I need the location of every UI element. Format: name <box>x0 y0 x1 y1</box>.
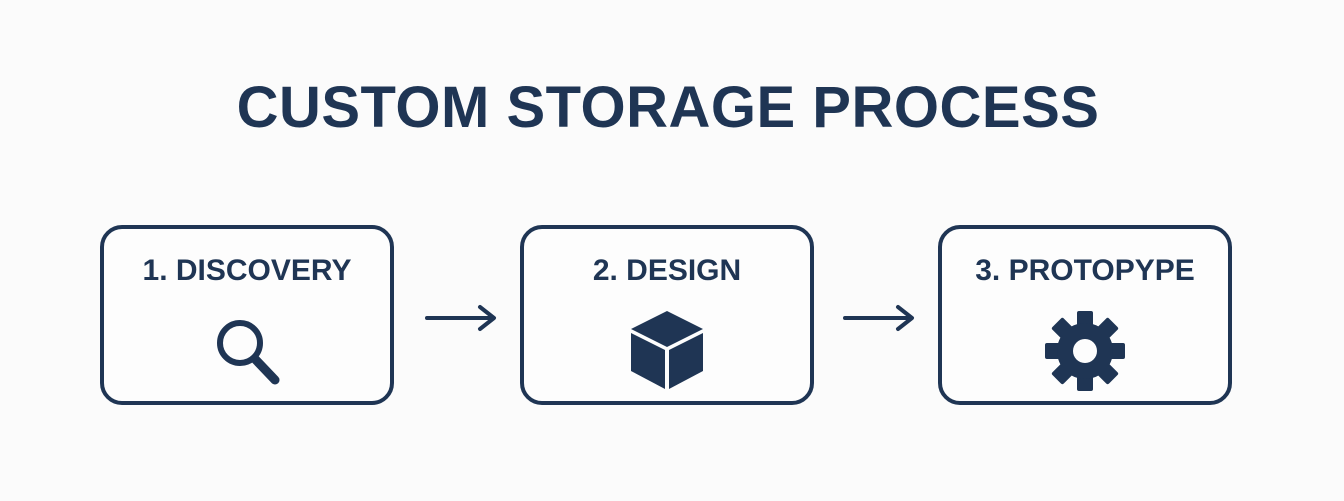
arrow-right-icon <box>424 303 500 333</box>
magnifying-glass-icon <box>205 309 289 393</box>
step-label-prototype: 3. PROTOPYPE <box>975 254 1195 287</box>
step-design: 2. DESIGN <box>520 225 814 405</box>
step-discovery: 1. DISCOVERY <box>100 225 394 405</box>
gear-icon <box>1043 309 1127 393</box>
step-label-discovery: 1. DISCOVERY <box>142 254 352 287</box>
step-label-design: 2. DESIGN <box>592 254 742 287</box>
step-prototype: 3. PROTOPYPE <box>938 225 1232 405</box>
diagram-title: CUSTOM STORAGE PROCESS <box>236 75 1100 140</box>
cube-icon <box>625 309 709 393</box>
arrow-right-icon <box>842 303 918 333</box>
